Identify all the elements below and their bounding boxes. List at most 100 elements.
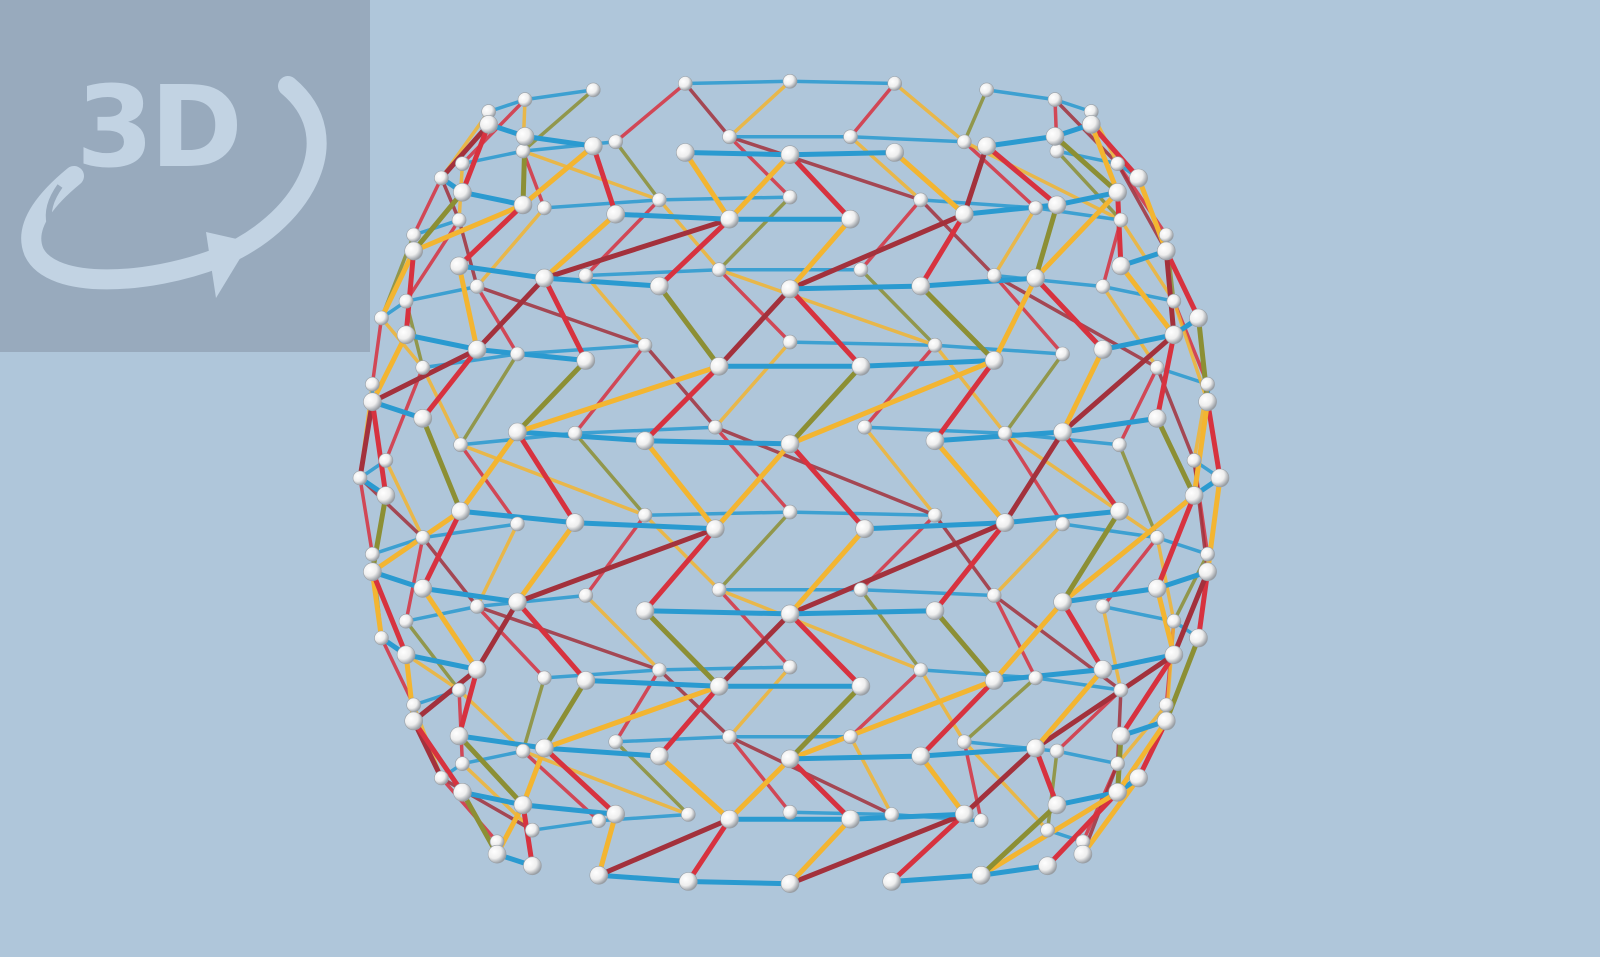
bond (1100, 652, 1177, 672)
bond (787, 611, 864, 689)
3d-rotate-badge[interactable]: 3D (0, 0, 370, 352)
bond (682, 150, 793, 158)
bond (1196, 569, 1211, 641)
atom (1028, 670, 1043, 686)
atom (927, 337, 943, 353)
bond (456, 733, 547, 751)
atom (677, 76, 693, 91)
bond (918, 753, 967, 817)
bond (685, 816, 732, 884)
bond (521, 676, 547, 753)
bond (1033, 667, 1106, 751)
bond (962, 140, 1038, 210)
bond (787, 358, 997, 447)
atom (782, 804, 798, 820)
atom (469, 279, 485, 294)
atom (434, 770, 449, 786)
atom (1113, 682, 1129, 698)
bond (685, 879, 793, 887)
atom (841, 809, 860, 829)
bond (787, 678, 997, 762)
atom (782, 659, 798, 675)
bond (1060, 585, 1160, 605)
bond (369, 569, 409, 658)
bond (787, 216, 853, 292)
bond (421, 522, 520, 540)
bond (1033, 745, 1060, 808)
atom (1047, 195, 1067, 215)
atom (352, 470, 368, 486)
atom (537, 200, 552, 216)
atom (455, 156, 470, 171)
bond (1060, 347, 1106, 435)
badge-label: 3D (76, 63, 243, 193)
atom (956, 134, 972, 150)
atom (608, 134, 624, 150)
bond (1118, 652, 1177, 739)
atom (885, 143, 905, 162)
bond (716, 286, 793, 369)
bond (520, 143, 596, 208)
bond (514, 429, 578, 526)
atom (843, 129, 858, 145)
bond (1115, 718, 1169, 795)
atom (363, 562, 382, 582)
bond (787, 363, 864, 447)
bond (862, 520, 1008, 532)
bond (411, 189, 465, 254)
atom (1095, 599, 1111, 614)
bond (1118, 263, 1177, 338)
bond (1003, 431, 1159, 540)
bond (992, 273, 1065, 356)
bond (787, 286, 864, 369)
atom (722, 129, 737, 145)
bond (713, 340, 792, 429)
bond (420, 347, 480, 421)
atom (1198, 392, 1217, 412)
atom (913, 662, 929, 678)
bond (932, 358, 997, 444)
bond (1155, 535, 1210, 556)
bond (1003, 352, 1065, 436)
bond (541, 745, 662, 759)
bond (1088, 121, 1142, 181)
atom (1111, 726, 1131, 746)
atom (986, 268, 1002, 283)
atom (1028, 200, 1043, 216)
atom (711, 262, 727, 278)
bond (1060, 508, 1122, 605)
bond (1171, 569, 1211, 658)
atom (1210, 468, 1230, 488)
atom (469, 599, 485, 614)
atom (1149, 530, 1165, 545)
bond (984, 143, 1060, 208)
atom (415, 530, 431, 545)
bond (459, 189, 526, 208)
bond (848, 81, 897, 139)
atom (1040, 822, 1055, 838)
atom (523, 856, 542, 876)
bond (727, 135, 923, 202)
atom (513, 195, 533, 215)
atom (956, 734, 972, 750)
bond (596, 811, 619, 878)
bond (962, 140, 1123, 222)
bond (596, 872, 691, 884)
bond (584, 513, 647, 598)
atom (705, 519, 725, 539)
bond (439, 776, 499, 844)
bond (657, 665, 792, 672)
bond (458, 443, 647, 517)
bond (717, 267, 792, 344)
bond (1191, 399, 1211, 499)
bond (859, 587, 996, 598)
atom (1053, 422, 1072, 442)
atom (651, 662, 667, 678)
bond (978, 802, 1060, 878)
bond (787, 756, 853, 822)
bond (1117, 443, 1159, 540)
atom (606, 804, 626, 824)
bond (596, 816, 732, 878)
